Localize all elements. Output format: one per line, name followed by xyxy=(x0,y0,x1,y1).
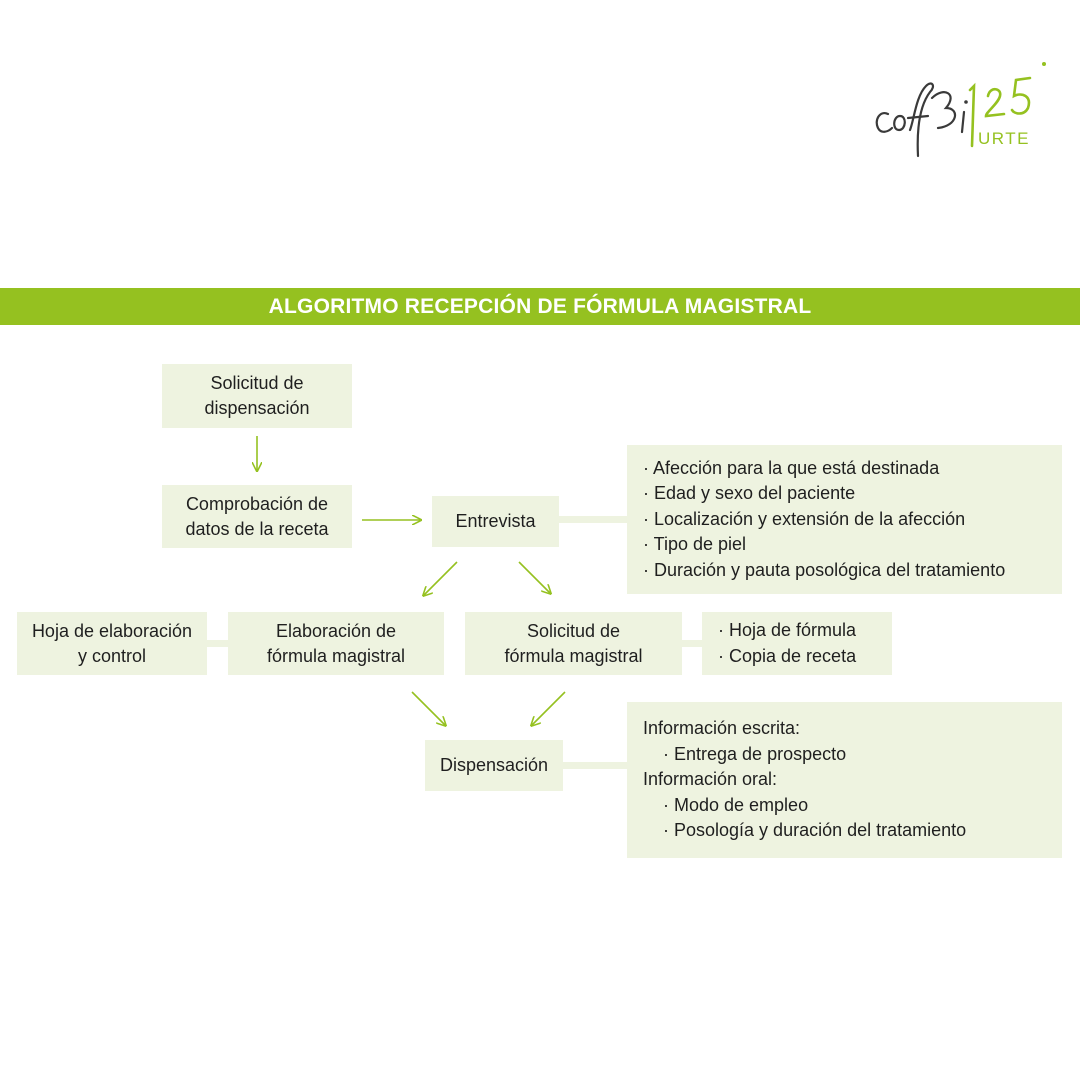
arrow-solicitud-to-dispensacion xyxy=(532,691,566,725)
node-solicitud-formula: Solicitud de fórmula magistral xyxy=(465,612,682,675)
node-entrevista: Entrevista xyxy=(432,496,559,547)
detail-item: · Hoja de fórmula xyxy=(718,620,857,640)
detail-item: · Posología y duración del tratamiento xyxy=(663,820,967,841)
arrow-entrevista-to-solicitud xyxy=(518,561,550,593)
detail-heading: Información oral: xyxy=(643,769,778,790)
node-dispensacion: Dispensación xyxy=(425,740,563,791)
detail-item: · Afección para la que está destinada xyxy=(643,457,940,478)
detail-item: · Modo de empleo xyxy=(663,794,809,815)
detail-item: · Duración y pauta posológica del tratam… xyxy=(643,559,1006,580)
dispensacion-details-box: Información escrita: · Entrega de prospe… xyxy=(627,702,1062,858)
node-label: Solicitud de xyxy=(526,620,621,641)
detail-item: · Edad y sexo del paciente xyxy=(643,483,856,504)
entrevista-details-connector xyxy=(558,516,628,523)
node-label: fórmula magistral xyxy=(266,645,406,666)
node-label: Hoja de elaboración xyxy=(31,620,193,641)
solicitud-details-connector xyxy=(680,640,704,647)
detail-item: · Localización y extensión de la afecció… xyxy=(643,508,966,529)
node-label: Entrevista xyxy=(455,511,536,531)
detail-heading: Información escrita: xyxy=(643,718,801,739)
dispensacion-details-connector xyxy=(562,762,628,769)
node-label: Dispensación xyxy=(439,755,549,775)
hoja-elaboracion-connector xyxy=(206,640,230,647)
solicitud-details-box: · Hoja de fórmula · Copia de receta xyxy=(702,612,892,675)
node-label: fórmula magistral xyxy=(504,645,643,666)
node-label: dispensación xyxy=(204,398,310,418)
detail-item: · Copia de receta xyxy=(718,645,857,666)
arrow-elaboracion-to-dispensacion xyxy=(411,691,445,725)
node-label: Comprobación de xyxy=(185,493,329,514)
entrevista-details-box: · Afección para la que está destinada · … xyxy=(627,445,1062,594)
node-label: y control xyxy=(77,645,147,666)
node-comprobacion-datos: Comprobación de datos de la receta xyxy=(162,485,352,548)
title-bar: ALGORITMO RECEPCIÓN DE FÓRMULA MAGISTRAL xyxy=(0,288,1080,325)
node-elaboracion-formula: Elaboración de fórmula magistral xyxy=(228,612,444,675)
detail-item: · Entrega de prospecto xyxy=(663,743,847,764)
detail-item: · Tipo de piel xyxy=(643,534,747,555)
cofbi-125-logo-graphic: URTE xyxy=(875,62,1046,158)
arrow-entrevista-to-elaboracion xyxy=(424,561,458,595)
diagram-title: ALGORITMO RECEPCIÓN DE FÓRMULA MAGISTRAL xyxy=(268,294,812,318)
node-solicitud-dispensacion: Solicitud de dispensación xyxy=(162,364,352,428)
logo-subtitle: URTE xyxy=(978,129,1030,148)
node-hoja-elaboracion: Hoja de elaboración y control xyxy=(17,612,207,675)
node-label: Solicitud de xyxy=(210,373,304,393)
node-label: datos de la receta xyxy=(185,518,329,539)
cofbi-logo: URTE xyxy=(866,56,1056,166)
node-label: Elaboración de xyxy=(275,620,397,641)
